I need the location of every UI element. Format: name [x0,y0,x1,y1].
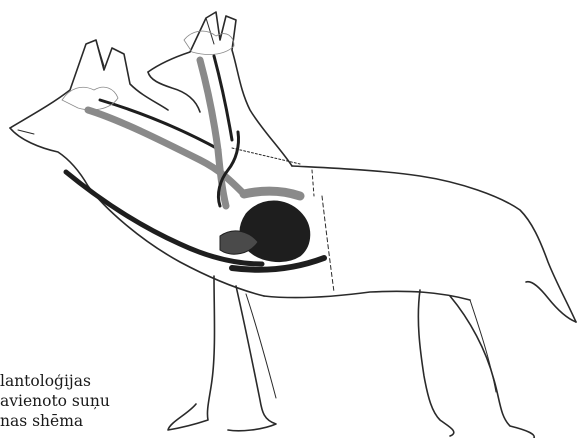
caption-line-3: nas shēma [0,411,110,431]
caption-line-2: avienoto suņu [0,391,110,411]
figure-caption: lantoloģijas avienoto suņu nas shēma [0,371,110,431]
caption-line-1: lantoloģijas [0,371,110,391]
hind-legs [418,290,534,438]
front-legs [168,276,276,431]
heart [220,201,310,262]
dog-body [264,166,576,322]
